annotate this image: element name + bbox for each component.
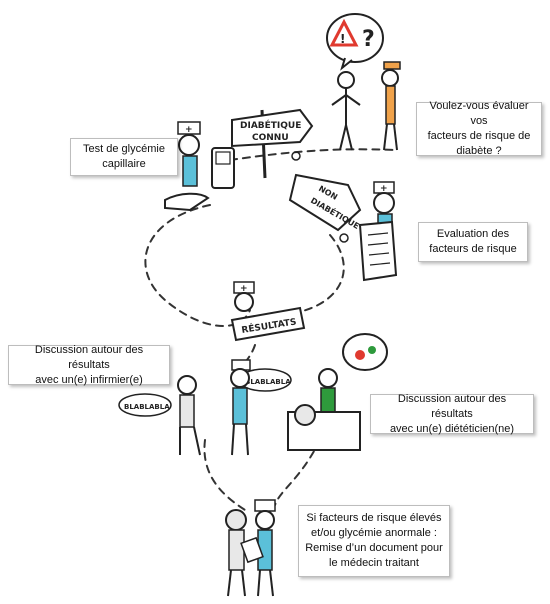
blabla-right: BLABLABLA <box>245 378 291 386</box>
svg-text:+: + <box>240 284 248 294</box>
signpost: DIABÉTIQUE CONNU NON DIABÉTIQUE <box>231 108 362 243</box>
step-dietitian-discussion-text: Discussion autour des résultats avec un(… <box>389 392 515 435</box>
visitor-person <box>331 71 361 151</box>
svg-text:+: + <box>380 184 388 194</box>
nurse-results: + RÉSULTATS <box>230 281 306 342</box>
step-dietitian-discussion: Discussion autour des résultats avec un(… <box>370 392 534 435</box>
step-nurse-discussion-text: Discussion autour des résultats avec un(… <box>34 343 144 386</box>
step-risk-evaluation: Evaluation des facteurs de risque <box>418 222 528 262</box>
nurse-discussion-scene: BLABLABLA BLABLABLA <box>118 359 292 456</box>
blabla-left: BLABLABLA <box>124 403 170 411</box>
nurse-glucometer: + <box>164 121 235 212</box>
svg-text:+: + <box>185 125 193 135</box>
sign-known-diabetic-1: DIABÉTIQUE <box>240 119 301 131</box>
sign-known-diabetic-2: CONNU <box>252 133 289 143</box>
question-mark: ? <box>362 27 375 52</box>
step-glucose-test-text: Test de glycémie capillaire <box>83 143 165 170</box>
step-evaluate-question-text: Voulez-vous évaluer vos facteurs de risq… <box>427 100 531 157</box>
step-risk-evaluation-text: Evaluation des facteurs de risque <box>429 228 517 255</box>
step-nurse-discussion: Discussion autour des résultats avec un(… <box>8 343 170 386</box>
step-glucose-test: Test de glycémie capillaire <box>70 138 178 176</box>
step-evaluate-question: Voulez-vous évaluer vos facteurs de risq… <box>416 100 542 157</box>
dietitian-scene <box>287 333 388 451</box>
step-referral: Si facteurs de risque élevés et/ou glycé… <box>298 505 450 577</box>
nurse-checklist: + <box>358 181 398 282</box>
svg-text:!: ! <box>340 32 345 46</box>
step-referral-text: Si facteurs de risque élevés et/ou glycé… <box>305 512 443 569</box>
referral-scene <box>225 499 276 597</box>
orange-person <box>381 61 401 151</box>
warning-bubble: ! ? <box>326 13 384 71</box>
